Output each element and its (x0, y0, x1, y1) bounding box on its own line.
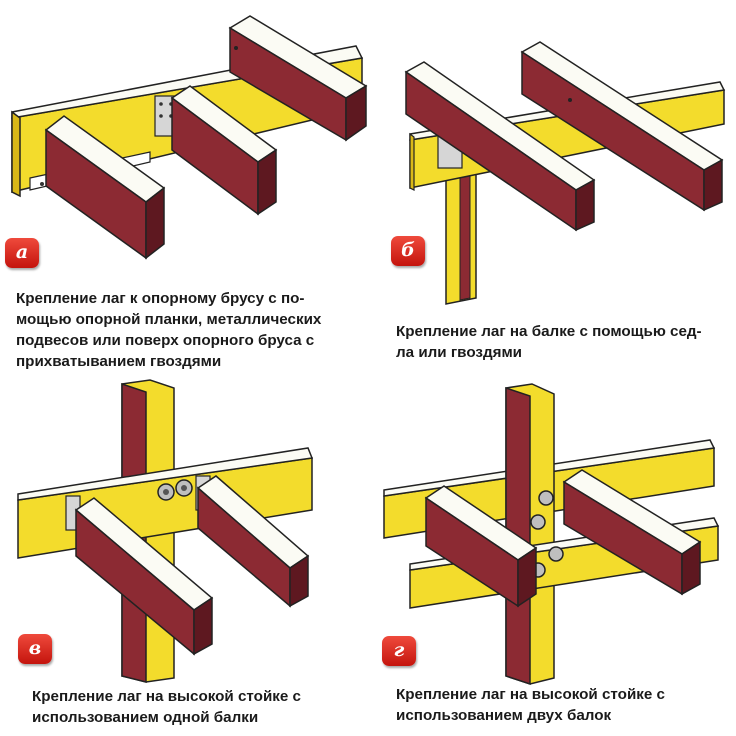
single-beam-post-illustration (17, 379, 314, 683)
joist-hanger-illustration (11, 15, 368, 260)
caption-line: Крепление лаг к опорному брусу с по- (16, 290, 305, 307)
caption-b: Крепление лаг на балке с помощью сед- ла… (396, 321, 702, 363)
caption-line: использованием одной балки (32, 709, 259, 726)
caption-line: использованием двух балок (396, 707, 612, 724)
caption-line: ла или гвоздями (396, 344, 523, 361)
badge-a: а (5, 238, 39, 268)
caption-line: Крепление лаг на балке с помощью сед- (396, 323, 702, 340)
badge-b: б (391, 236, 425, 266)
caption-line: мощью опорной планки, металлических (16, 311, 322, 328)
badge-d: г (382, 636, 416, 666)
caption-c: Крепление лаг на высокой стойке с исполь… (32, 686, 301, 728)
saddle-beam-illustration (404, 41, 726, 305)
caption-line: прихватыванием гвоздями (16, 353, 222, 370)
badge-c: в (18, 634, 52, 664)
caption-line: подвесов или поверх опорного бруса с (16, 332, 315, 349)
panel-a: а Крепление лаг к опорному брусу с по- м… (0, 0, 370, 370)
caption-line: Крепление лаг на высокой стойке с (396, 686, 665, 703)
caption-line: Крепление лаг на высокой стойке с (32, 688, 301, 705)
panel-c: в Крепление лаг на высокой стойке с испо… (0, 379, 370, 736)
panel-b: б Крепление лаг на балке с помощью сед- … (380, 0, 736, 370)
double-beam-post-illustration (383, 383, 720, 686)
caption-d: Крепление лаг на высокой стойке с исполь… (396, 684, 665, 726)
caption-a: Крепление лаг к опорному брусу с по- мощ… (16, 288, 321, 372)
panel-d: г Крепление лаг на высокой стойке с испо… (380, 380, 736, 736)
